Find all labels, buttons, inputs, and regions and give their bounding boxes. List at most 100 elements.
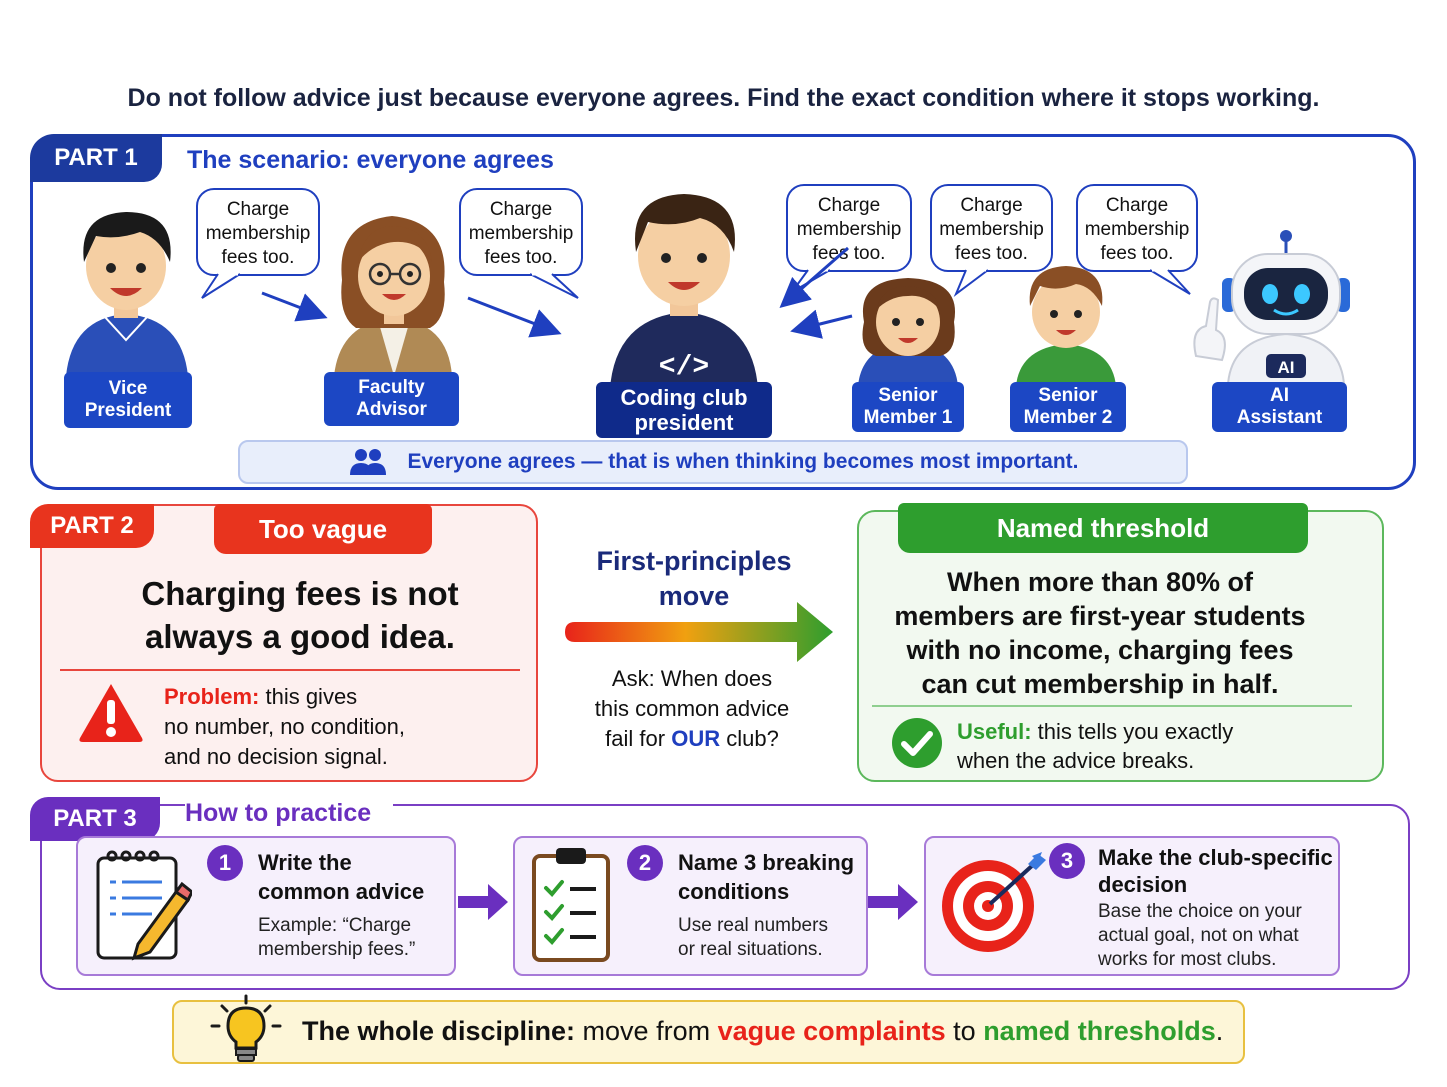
arrow-to-president — [467, 296, 562, 338]
target-dart-icon — [942, 852, 1046, 952]
senior-member-1-figure — [858, 278, 958, 386]
label-line: Advisor — [356, 399, 427, 420]
discipline-text: The whole discipline: move from vague co… — [302, 1016, 1223, 1047]
label-line: Senior — [1038, 385, 1098, 406]
step-desc-line: actual goal, not on what — [1098, 925, 1299, 946]
headline: Do not follow advice just because everyo… — [127, 84, 1320, 112]
problem-line: this gives — [259, 684, 358, 709]
part1-illustration: </> AI — [66, 194, 1350, 388]
step-number-2: 2 — [627, 845, 663, 881]
discipline-vague: vague complaints — [717, 1016, 946, 1046]
bubble-line: Charge — [489, 199, 553, 220]
step-desc-line: or real situations. — [678, 939, 823, 960]
problem-line: no number, no condition, — [164, 714, 405, 739]
bubble-tail — [1149, 269, 1191, 295]
discipline-part: . — [1215, 1016, 1224, 1046]
ask-line: club? — [720, 726, 779, 751]
step-number-1: 1 — [207, 845, 243, 881]
bubble-line: fees too. — [955, 243, 1028, 264]
speech-bubble-senior-member-2: Charge membership fees too. — [930, 184, 1053, 272]
lightbulb-icon — [210, 994, 282, 1062]
problem-label: Problem: — [164, 684, 260, 709]
bubble-line: Charge — [817, 195, 881, 216]
speech-bubble-faculty-advisor: Charge membership fees too. — [459, 188, 583, 276]
president-figure: </> — [610, 194, 758, 388]
step-arrow-icon — [458, 884, 508, 920]
move-title-line: move — [658, 581, 730, 611]
step-title-line: common advice — [258, 879, 425, 904]
useful-line: this tells you exactly — [1031, 719, 1234, 744]
label-line: President — [84, 400, 172, 421]
gradient-arrow-icon — [565, 602, 833, 662]
divider — [60, 669, 520, 671]
label-line: Faculty — [358, 377, 425, 398]
notepad-pencil-icon — [96, 850, 192, 961]
check-circle-icon — [892, 718, 942, 768]
statement-line: with no income, charging fees — [906, 635, 1294, 665]
bubble-line: Charge — [1105, 195, 1169, 216]
step-number-3: 3 — [1049, 843, 1085, 879]
step-desc-1: Example: “Charge membership fees.” — [258, 914, 415, 962]
step-title-2: Name 3 breaking conditions — [678, 848, 854, 906]
bubble-line: membership — [796, 219, 902, 240]
useful-text: Useful: this tells you exactly when the … — [957, 717, 1233, 775]
vague-statement: Charging fees is not always a good idea. — [60, 572, 540, 658]
checklist-clipboard-icon — [532, 848, 610, 962]
label-line: AI — [1270, 385, 1289, 406]
speech-bubble-vice-president: Charge membership fees too. — [196, 188, 320, 276]
label-line: Vice — [108, 378, 148, 399]
vice-president-figure — [66, 212, 188, 376]
ask-emphasis: OUR — [671, 726, 721, 751]
part3-tag: PART 3 — [30, 797, 160, 841]
bubble-line: Charge — [960, 195, 1023, 216]
ask-question-text: Ask: When does this common advice fail f… — [572, 664, 812, 754]
discipline-part: move from — [575, 1016, 718, 1046]
move-title-line: First-principles — [596, 546, 792, 576]
label-line: Coding club — [620, 385, 748, 410]
step-title-line: decision — [1098, 872, 1188, 897]
bubble-line: membership — [1084, 219, 1190, 240]
step-desc-line: Example: “Charge — [258, 915, 412, 936]
step-title-line: Write the — [258, 850, 352, 875]
first-principles-move-title: First-principles move — [574, 544, 814, 614]
label-line: Member 2 — [1023, 407, 1113, 428]
part1-tag: PART 1 — [30, 134, 162, 182]
discipline-label: The whole discipline: — [302, 1016, 576, 1046]
step-arrow-icon — [868, 884, 918, 920]
statement-line: always a good idea. — [145, 618, 455, 655]
bubble-line: fees too. — [221, 247, 295, 268]
step-desc-2: Use real numbers or real situations. — [678, 914, 828, 962]
bubble-line: membership — [468, 223, 574, 244]
bubble-line: fees too. — [1100, 243, 1174, 264]
step-title-3: Make the club-specific decision — [1098, 844, 1333, 898]
statement-line: can cut membership in half. — [921, 669, 1279, 699]
statement-line: members are first-year students — [894, 601, 1306, 631]
senior-member-2-figure — [1016, 266, 1116, 386]
step-desc-3: Base the choice on your actual goal, not… — [1098, 900, 1302, 972]
label-line: Assistant — [1236, 407, 1323, 428]
robot-badge: AI — [1278, 358, 1295, 377]
step-desc-line: works for most clubs. — [1098, 949, 1277, 970]
everyone-agrees-bar: Everyone agrees — that is when thinking … — [238, 440, 1188, 484]
statement-line: Charging fees is not — [141, 575, 459, 612]
step-title-1: Write the common advice — [258, 848, 424, 906]
statement-line: When more than 80% of — [946, 567, 1254, 597]
bubble-tail — [201, 273, 241, 299]
arrow-to-president — [779, 246, 849, 308]
ask-line: this common advice — [594, 696, 790, 721]
label-line: Member 1 — [863, 407, 953, 428]
divider — [872, 705, 1352, 707]
step-title-line: Make the club-specific — [1098, 845, 1333, 870]
president-shirt-code: </> — [659, 352, 709, 383]
bubble-line: membership — [939, 219, 1044, 240]
bubble-line: membership — [205, 223, 311, 244]
label-line: president — [634, 410, 734, 435]
problem-text: Problem: this gives no number, no condit… — [164, 682, 405, 772]
bubble-tail — [529, 273, 579, 299]
discipline-bar — [172, 1000, 1245, 1064]
